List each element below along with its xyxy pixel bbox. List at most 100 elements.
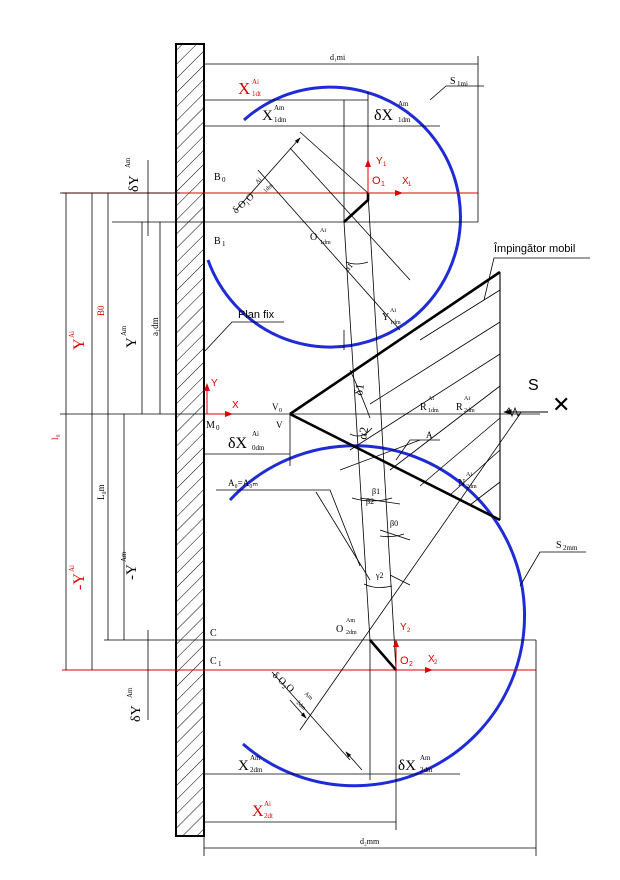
svg-text:Am: Am [274, 104, 285, 112]
label-top-d: d₁mi [330, 53, 346, 62]
dO2-arrow-1 [289, 699, 307, 719]
label-c: C [210, 628, 217, 639]
svg-text:1: 1 [383, 162, 387, 168]
svg-text:V: V [272, 402, 279, 412]
svg-text:2dm: 2dm [250, 766, 263, 774]
svg-text:Ai: Ai [255, 177, 264, 186]
svg-text:Y: Y [124, 337, 140, 348]
label-a1dm: a₁dm [150, 317, 160, 336]
svg-text:0: 0 [279, 408, 282, 414]
svg-text:B: B [214, 172, 221, 183]
link-o2 [369, 639, 397, 671]
leader-a0 [216, 489, 361, 567]
label-gamma2: γ2 [375, 571, 384, 580]
angle-beta1 [351, 497, 393, 502]
svg-text:δY: δY [127, 175, 142, 192]
svg-text:Am: Am [126, 687, 134, 698]
svg-text:N: N [458, 478, 465, 489]
svg-text:1mi: 1mi [457, 80, 468, 88]
label-x1dm: X Am 1dm [262, 104, 287, 124]
svg-text:Ai: Ai [428, 396, 434, 402]
wedge-lower-edge [289, 412, 501, 522]
svg-text:2mm: 2mm [563, 544, 578, 552]
diag-lower-2 [315, 491, 371, 581]
svg-text:Ai: Ai [252, 78, 259, 86]
svg-text:Y: Y [376, 156, 383, 167]
svg-text:X: X [238, 758, 249, 774]
s-spring [505, 406, 522, 418]
label-a: A [426, 430, 433, 440]
svg-text:Am: Am [420, 754, 431, 762]
angle-alpha1 [345, 261, 369, 265]
label-b0-dim: B0 [96, 305, 106, 316]
leader-a [395, 439, 440, 461]
svg-text:2dm: 2dm [295, 700, 307, 712]
svg-text:O: O [336, 624, 343, 635]
diag-lower-6 [359, 497, 401, 505]
dO1-arrow [235, 137, 301, 211]
label-delta1: δ1 [351, 383, 367, 397]
label-o1dm: O Ai 1dm [310, 228, 331, 246]
label-dx1dm: δX Am 1dm [374, 100, 411, 124]
svg-text:-Y: -Y [71, 573, 88, 590]
svg-text:Am: Am [250, 754, 261, 762]
svg-text:1: 1 [218, 660, 222, 668]
upper-circle-arc-extra [206, 259, 279, 338]
label-x2dm: X Am 2dm [238, 754, 263, 774]
label-y1dm-point: Y Ai 1dm [382, 308, 401, 326]
diag-lower-5 [379, 529, 411, 541]
svg-text:X: X [428, 654, 435, 665]
angle-delta1 [349, 369, 371, 419]
diag-lower-1 [271, 671, 351, 761]
svg-text:Am: Am [124, 157, 132, 168]
svg-text:Ai: Ai [464, 396, 470, 402]
label-alpha2: α2 [355, 426, 371, 441]
svg-text:2: 2 [434, 660, 438, 666]
label-dx2dm: δX Am 2dm [398, 754, 433, 774]
svg-text:O: O [400, 655, 409, 667]
svg-text:X: X [402, 176, 409, 187]
label-l0: l₀ [50, 434, 60, 440]
svg-text:1dm: 1dm [263, 183, 275, 195]
label-beta1: β1 [372, 487, 380, 496]
angle-beta0 [379, 533, 405, 538]
label-x2ai: X Ai 2dt [252, 800, 273, 820]
svg-text:0dm: 0dm [252, 444, 265, 452]
svg-text:2dm: 2dm [346, 630, 357, 636]
svg-text:S: S [556, 540, 562, 551]
lower-circle-arc [228, 444, 527, 788]
svg-text:Ai: Ai [466, 472, 472, 478]
leader-s1 [429, 85, 484, 101]
label-y1dm: Y Am [120, 325, 140, 348]
label-y2ai: -Y Ai [68, 565, 88, 590]
dO2-arrow-2 [345, 751, 363, 771]
svg-text:X: X [252, 803, 264, 820]
svg-text:δX: δX [374, 107, 394, 124]
svg-text:C: C [210, 628, 217, 639]
svg-text:1dm: 1dm [428, 408, 439, 414]
diag-lower-7 [389, 574, 411, 586]
svg-text:B: B [214, 236, 221, 247]
svg-text:Ai: Ai [320, 228, 326, 234]
svg-text:Ai: Ai [264, 800, 271, 808]
x-cross-icon: ✕ [552, 392, 570, 417]
svg-text:1: 1 [381, 181, 385, 188]
svg-text:R: R [456, 402, 463, 413]
svg-text:δX: δX [228, 435, 248, 452]
label-m0-axes: Y X M 0 [206, 378, 239, 432]
label-s2: S 2mm [556, 540, 578, 552]
svg-text:Y: Y [400, 622, 407, 633]
svg-text:X: X [262, 108, 273, 124]
label-beta2: β2 [366, 497, 374, 506]
label-a0: A₀=A₀ₘ [228, 478, 258, 488]
svg-text:0: 0 [216, 424, 220, 432]
svg-text:Ai: Ai [68, 565, 76, 572]
svg-text:Ai: Ai [68, 331, 76, 338]
label-dy1dm: δY Am [124, 157, 142, 192]
svg-text:2: 2 [409, 661, 413, 668]
diag-lower-3 [299, 413, 521, 731]
label-plan-fix: Plan fix [238, 309, 275, 321]
svg-text:1dm: 1dm [390, 320, 401, 326]
label-do2: δ O₂O Am 2dm [270, 670, 314, 712]
